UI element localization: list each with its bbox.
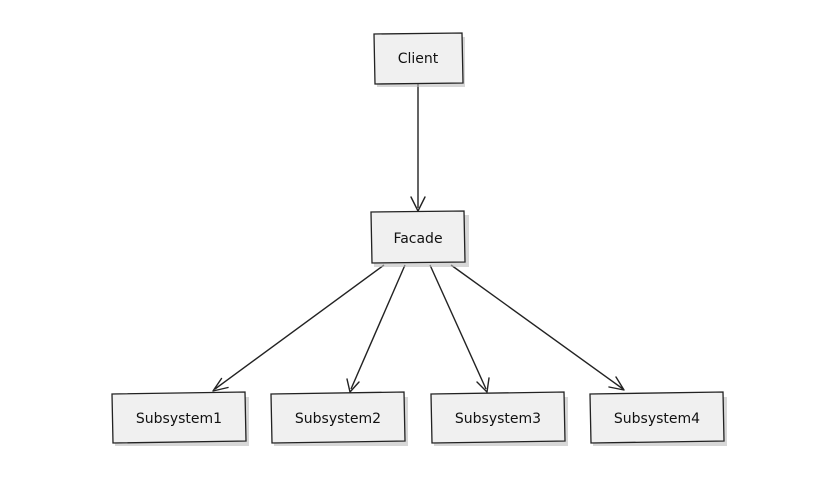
node-subsystem4-label: Subsystem4 bbox=[614, 411, 700, 427]
edge-facade-to-subsystem1 bbox=[212, 264, 385, 392]
edge-facade-to-subsystem4 bbox=[450, 264, 625, 391]
node-client-label: Client bbox=[398, 51, 439, 67]
node-subsystem3-label: Subsystem3 bbox=[455, 411, 541, 427]
node-subsystem3: Subsystem3 bbox=[430, 391, 568, 446]
node-client: Client bbox=[373, 32, 465, 87]
node-subsystem2: Subsystem2 bbox=[270, 391, 408, 446]
node-facade-label: Facade bbox=[393, 231, 442, 247]
node-facade: Facade bbox=[370, 210, 469, 267]
edge-client-to-facade bbox=[410, 84, 426, 212]
edge-facade-to-subsystem3 bbox=[429, 264, 490, 393]
node-subsystem2-label: Subsystem2 bbox=[295, 411, 381, 427]
edge-facade-to-subsystem2 bbox=[346, 264, 406, 393]
node-subsystem1: Subsystem1 bbox=[111, 391, 249, 446]
node-subsystem1-label: Subsystem1 bbox=[136, 411, 222, 427]
node-subsystem4: Subsystem4 bbox=[589, 391, 727, 446]
